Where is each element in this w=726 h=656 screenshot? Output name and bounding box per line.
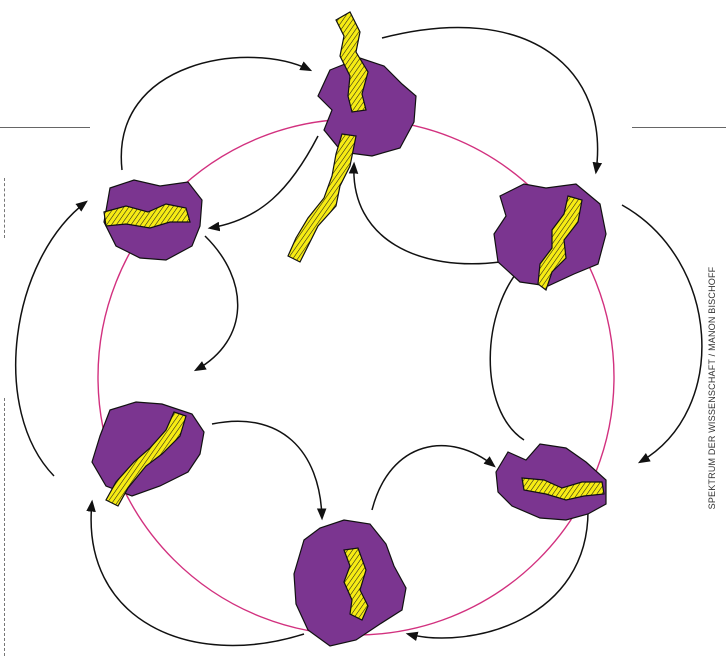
protein-stage-upper-left <box>103 179 203 261</box>
arrow-lower-right-to-bottom-outer <box>405 507 589 642</box>
arrow-upper-left-to-lower-left-inner <box>193 235 239 372</box>
chain-bottom <box>343 547 369 621</box>
chain-upper-left <box>103 203 191 229</box>
chain-lower-right <box>521 477 605 501</box>
protein-blob-lower-right <box>495 443 607 521</box>
left-dashed-rule-upper <box>4 178 5 238</box>
chain-segment-top-upper <box>335 11 369 113</box>
image-credit: SPEKTRUM DER WISSENSCHAFT / MANON BISCHO… <box>707 266 717 510</box>
inner-arrows <box>193 135 526 521</box>
outer-arrows <box>14 26 703 647</box>
arrow-lower-left-to-upper-left-outer <box>14 200 88 477</box>
arrow-lower-right-to-upper-right-inner <box>489 262 526 441</box>
arrow-bottom-to-lower-right-inner <box>371 444 496 511</box>
left-rule <box>0 127 90 128</box>
chain-upper-right <box>537 195 583 291</box>
chain-segment-top-lower <box>287 133 357 263</box>
arrow-top-to-upper-left-inner <box>207 135 319 232</box>
protein-stage-lower-right <box>495 443 607 521</box>
protein-stage-top <box>287 11 417 263</box>
right-rule <box>632 127 726 128</box>
arrow-upper-right-to-lower-right-outer <box>621 204 703 464</box>
arrow-lower-left-to-bottom-inner <box>211 420 327 521</box>
arrow-bottom-to-lower-left-outer <box>86 499 305 647</box>
left-dashed-rule-lower <box>4 398 5 656</box>
protein-blob-top <box>317 57 417 157</box>
protein-stage-upper-right <box>493 183 607 291</box>
chain-lower-left <box>105 411 187 507</box>
protein-stage-lower-left <box>91 401 205 507</box>
protein-stage-bottom <box>293 519 407 647</box>
arrow-top-to-upper-left-outer <box>120 56 313 171</box>
arrow-top-to-upper-right-outer <box>381 26 603 175</box>
arrow-upper-right-to-top-inner <box>348 161 501 265</box>
